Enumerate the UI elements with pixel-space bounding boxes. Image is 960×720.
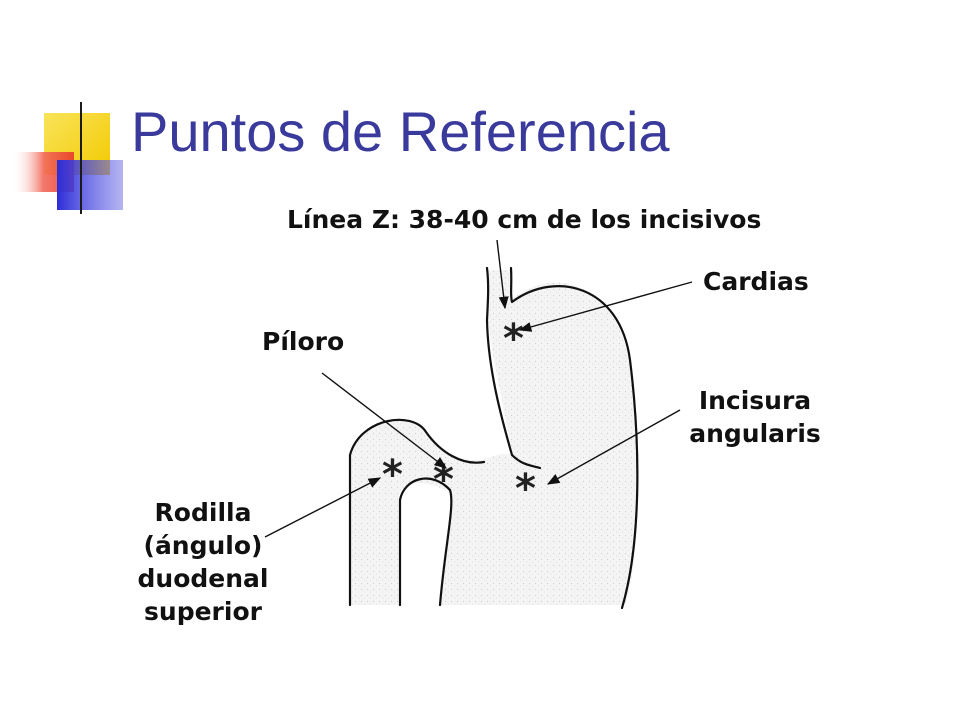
rodilla-asterisk: * <box>382 452 403 498</box>
rodilla-label-line1: Rodilla <box>154 498 252 527</box>
linea-z-arrow <box>496 239 509 310</box>
cardias-asterisk: * <box>503 316 524 362</box>
esophagus-right-wall <box>509 266 639 610</box>
incisura-label-line2: angularis <box>689 419 821 448</box>
cardias-label: Cardias <box>703 267 809 296</box>
incisura-arrow <box>546 409 681 485</box>
rodilla-label-line2: (ángulo) <box>143 531 263 560</box>
deco-blue-square <box>57 160 123 210</box>
piloro-label: Píloro <box>262 327 345 356</box>
stomach-body <box>350 270 638 605</box>
cardias-arrow <box>518 281 693 332</box>
rodilla-label-line4: superior <box>144 597 262 626</box>
rodilla-label-line3: duodenal <box>137 564 269 593</box>
rodilla-arrow <box>264 477 382 538</box>
piloro-arrow <box>321 372 448 469</box>
linea-z-label: Línea Z: 38-40 cm de los incisivos <box>287 205 762 234</box>
asterisk-markers: * * * * <box>382 316 536 512</box>
piloro-asterisk: * <box>433 457 454 503</box>
duodenum-outer-wall <box>348 418 486 607</box>
incisura-label: Incisura angularis <box>675 384 835 450</box>
antrum-lower-wall <box>398 477 453 607</box>
rodilla-label: Rodilla (ángulo) duodenal superior <box>118 496 288 628</box>
esophagus-left-wall <box>485 266 542 470</box>
slide-title: Puntos de Referencia <box>131 100 670 163</box>
incisura-asterisk: * <box>515 466 536 512</box>
incisura-label-line1: Incisura <box>698 386 812 415</box>
